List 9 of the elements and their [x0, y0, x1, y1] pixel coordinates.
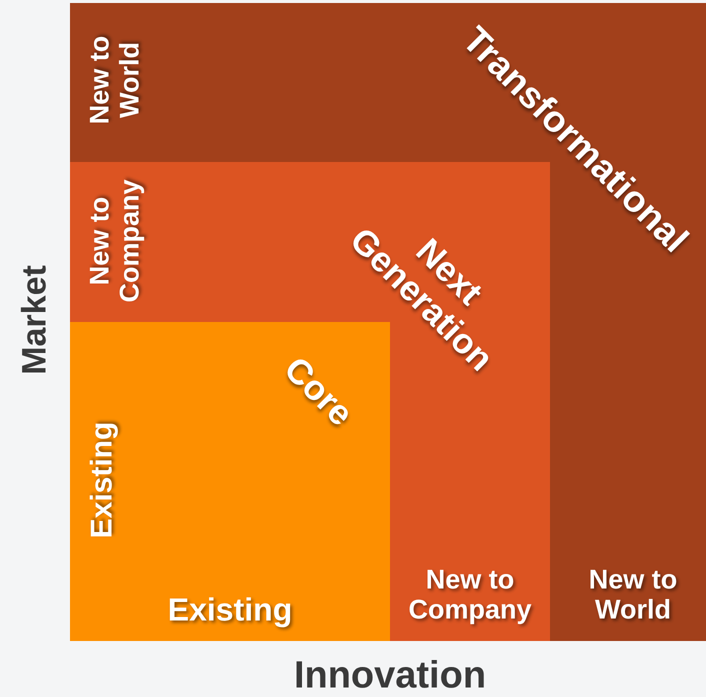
- axis-category: New to World: [588, 565, 678, 625]
- axis-category: New to Company: [85, 178, 145, 305]
- axis-title: Market: [16, 265, 54, 375]
- region-panel: [70, 3, 706, 641]
- axis-category: New to World: [85, 34, 145, 126]
- axis-category: New to Company: [407, 565, 533, 625]
- axis-category: Existing: [166, 592, 294, 628]
- axis-title: Innovation: [294, 654, 486, 697]
- axis-category: Existing: [86, 420, 118, 540]
